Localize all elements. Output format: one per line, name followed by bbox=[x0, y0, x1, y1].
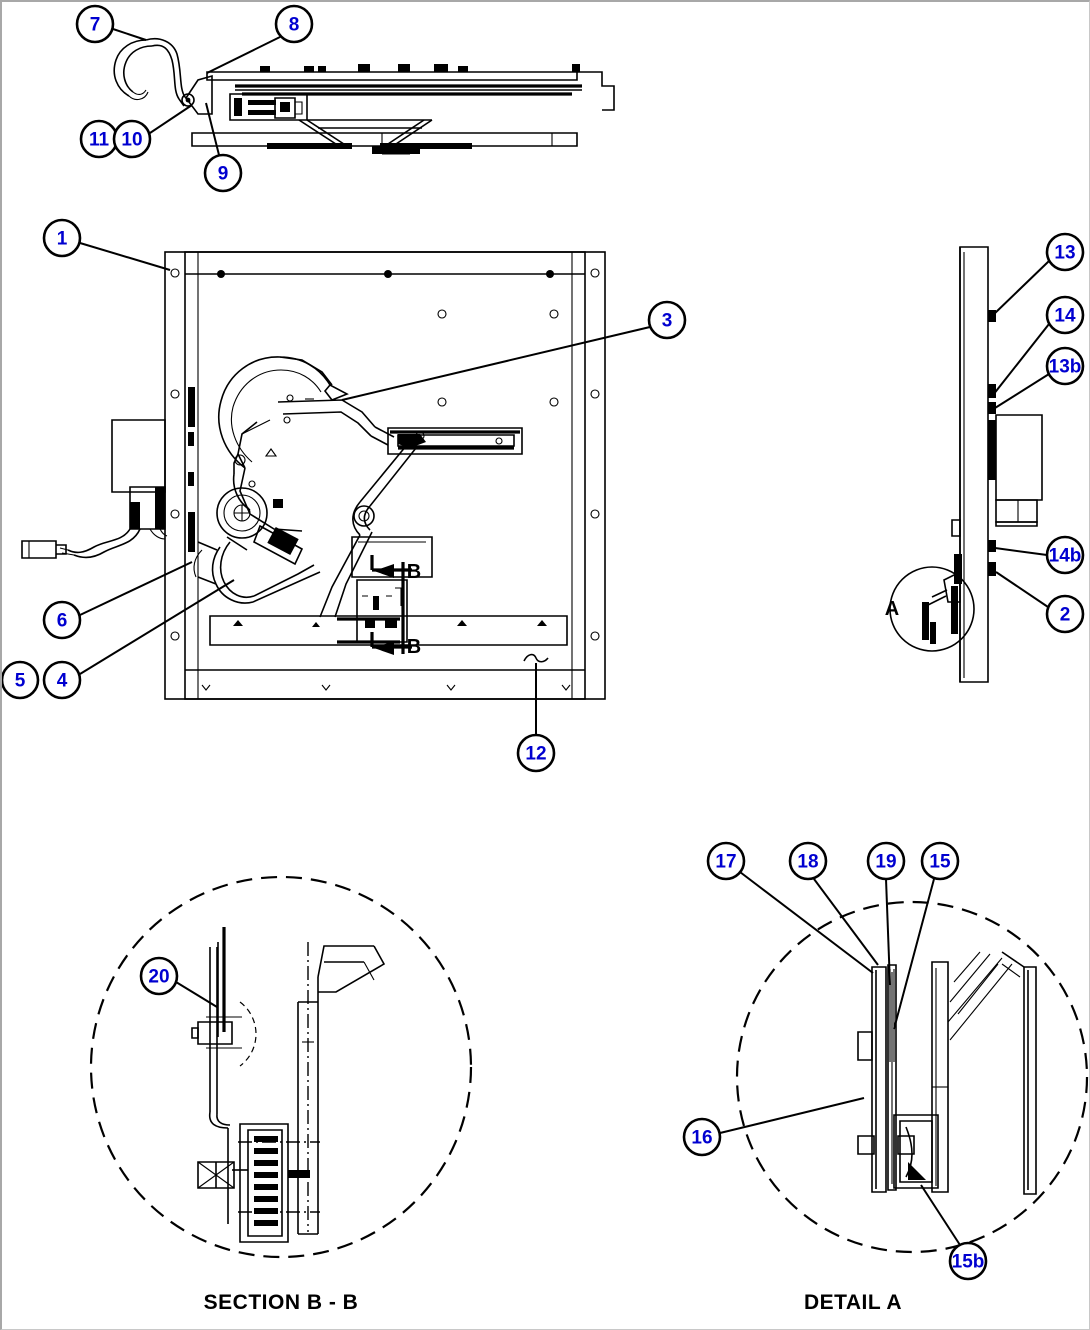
callout-leaders bbox=[79, 28, 1050, 1246]
leader-20 bbox=[175, 981, 218, 1008]
callout-label: 12 bbox=[525, 744, 546, 765]
leader-9 bbox=[205, 102, 220, 156]
callout-11[interactable]: 11 bbox=[79, 119, 119, 159]
section-letter-a: A bbox=[885, 598, 899, 620]
callout-label: 4 bbox=[57, 671, 68, 692]
leader-10 bbox=[149, 104, 193, 134]
callout-14-bottom[interactable]: 14b bbox=[1045, 535, 1085, 575]
leader-13-top bbox=[992, 260, 1050, 316]
callout-label: 17 bbox=[715, 852, 736, 873]
callout-label: 9 bbox=[218, 164, 229, 185]
callout-label: 14 bbox=[1054, 306, 1076, 327]
leader-7 bbox=[112, 28, 147, 41]
callout-4[interactable]: 4 bbox=[42, 660, 82, 700]
callout-label: 3 bbox=[662, 311, 673, 332]
callout-bubbles: 7 8 11 10 9 1 bbox=[2, 4, 1085, 1281]
callout-label: 11 bbox=[89, 130, 110, 151]
callout-label: 18 bbox=[797, 852, 818, 873]
callout-label: 2 bbox=[1060, 605, 1071, 626]
callout-10[interactable]: 10 bbox=[112, 119, 152, 159]
leader-14-bot bbox=[994, 547, 1048, 556]
callout-8[interactable]: 8 bbox=[274, 4, 314, 44]
callout-label: 13b bbox=[1049, 357, 1082, 378]
callout-18[interactable]: 18 bbox=[788, 841, 828, 881]
section-letter-b-top: B bbox=[407, 561, 421, 583]
leader-15-top bbox=[893, 878, 935, 1030]
callout-13-top[interactable]: 13 bbox=[1045, 232, 1085, 272]
leader-19 bbox=[885, 878, 891, 986]
callout-label: 19 bbox=[875, 852, 896, 873]
callout-label: 5 bbox=[15, 671, 26, 692]
leader-17 bbox=[739, 871, 874, 974]
detail-a-title: DETAIL A bbox=[804, 1291, 902, 1314]
seat-side-view-geometry bbox=[113, 38, 615, 155]
callout-label: 20 bbox=[148, 967, 169, 988]
callout-6[interactable]: 6 bbox=[42, 600, 82, 640]
callout-15-bottom[interactable]: 15b bbox=[948, 1241, 988, 1281]
callout-label: 10 bbox=[121, 130, 142, 151]
callout-label: 14b bbox=[1049, 546, 1082, 567]
callout-17[interactable]: 17 bbox=[706, 841, 746, 881]
callout-label: 8 bbox=[289, 15, 300, 36]
callout-label: 1 bbox=[57, 229, 68, 250]
callout-3[interactable]: 3 bbox=[647, 300, 687, 340]
section-bb-title: SECTION B - B bbox=[204, 1291, 359, 1314]
callout-9[interactable]: 9 bbox=[203, 153, 243, 193]
callout-13-mid[interactable]: 13b bbox=[1045, 346, 1085, 386]
callout-label: 16 bbox=[691, 1128, 712, 1149]
leader-16 bbox=[719, 1097, 865, 1134]
leader-15-bot bbox=[920, 1184, 961, 1246]
leader-3 bbox=[341, 326, 651, 401]
callout-19[interactable]: 19 bbox=[866, 841, 906, 881]
callout-label: 15b bbox=[952, 1252, 985, 1273]
leader-6 bbox=[79, 561, 193, 616]
callout-label: 6 bbox=[57, 611, 68, 632]
view-titles: SECTION B - B DETAIL A bbox=[204, 1291, 902, 1314]
callout-15-top[interactable]: 15 bbox=[920, 841, 960, 881]
right-side-view-geometry: A bbox=[885, 246, 1043, 683]
section-bb-geometry bbox=[89, 875, 473, 1259]
leader-14-top bbox=[992, 323, 1050, 396]
callout-7[interactable]: 7 bbox=[75, 4, 115, 44]
leader-2 bbox=[995, 571, 1049, 608]
main-panel-view-geometry bbox=[21, 251, 606, 700]
section-letter-b-bottom: B bbox=[407, 636, 421, 658]
leader-1 bbox=[79, 242, 171, 271]
leader-8 bbox=[206, 36, 281, 74]
leader-13-mid bbox=[994, 373, 1050, 409]
callout-1[interactable]: 1 bbox=[42, 218, 82, 258]
callout-label: 15 bbox=[929, 852, 951, 873]
leader-18 bbox=[813, 878, 879, 966]
leader-4 bbox=[79, 579, 235, 675]
callout-5[interactable]: 5 bbox=[2, 660, 40, 700]
callout-16[interactable]: 16 bbox=[682, 1117, 722, 1157]
callout-label: 13 bbox=[1054, 243, 1075, 264]
callout-20[interactable]: 20 bbox=[139, 956, 179, 996]
section-marks: B B bbox=[407, 561, 421, 658]
callout-label: 7 bbox=[90, 15, 101, 36]
callout-14-top[interactable]: 14 bbox=[1045, 295, 1085, 335]
callout-2[interactable]: 2 bbox=[1045, 594, 1085, 634]
callout-12[interactable]: 12 bbox=[516, 733, 556, 773]
